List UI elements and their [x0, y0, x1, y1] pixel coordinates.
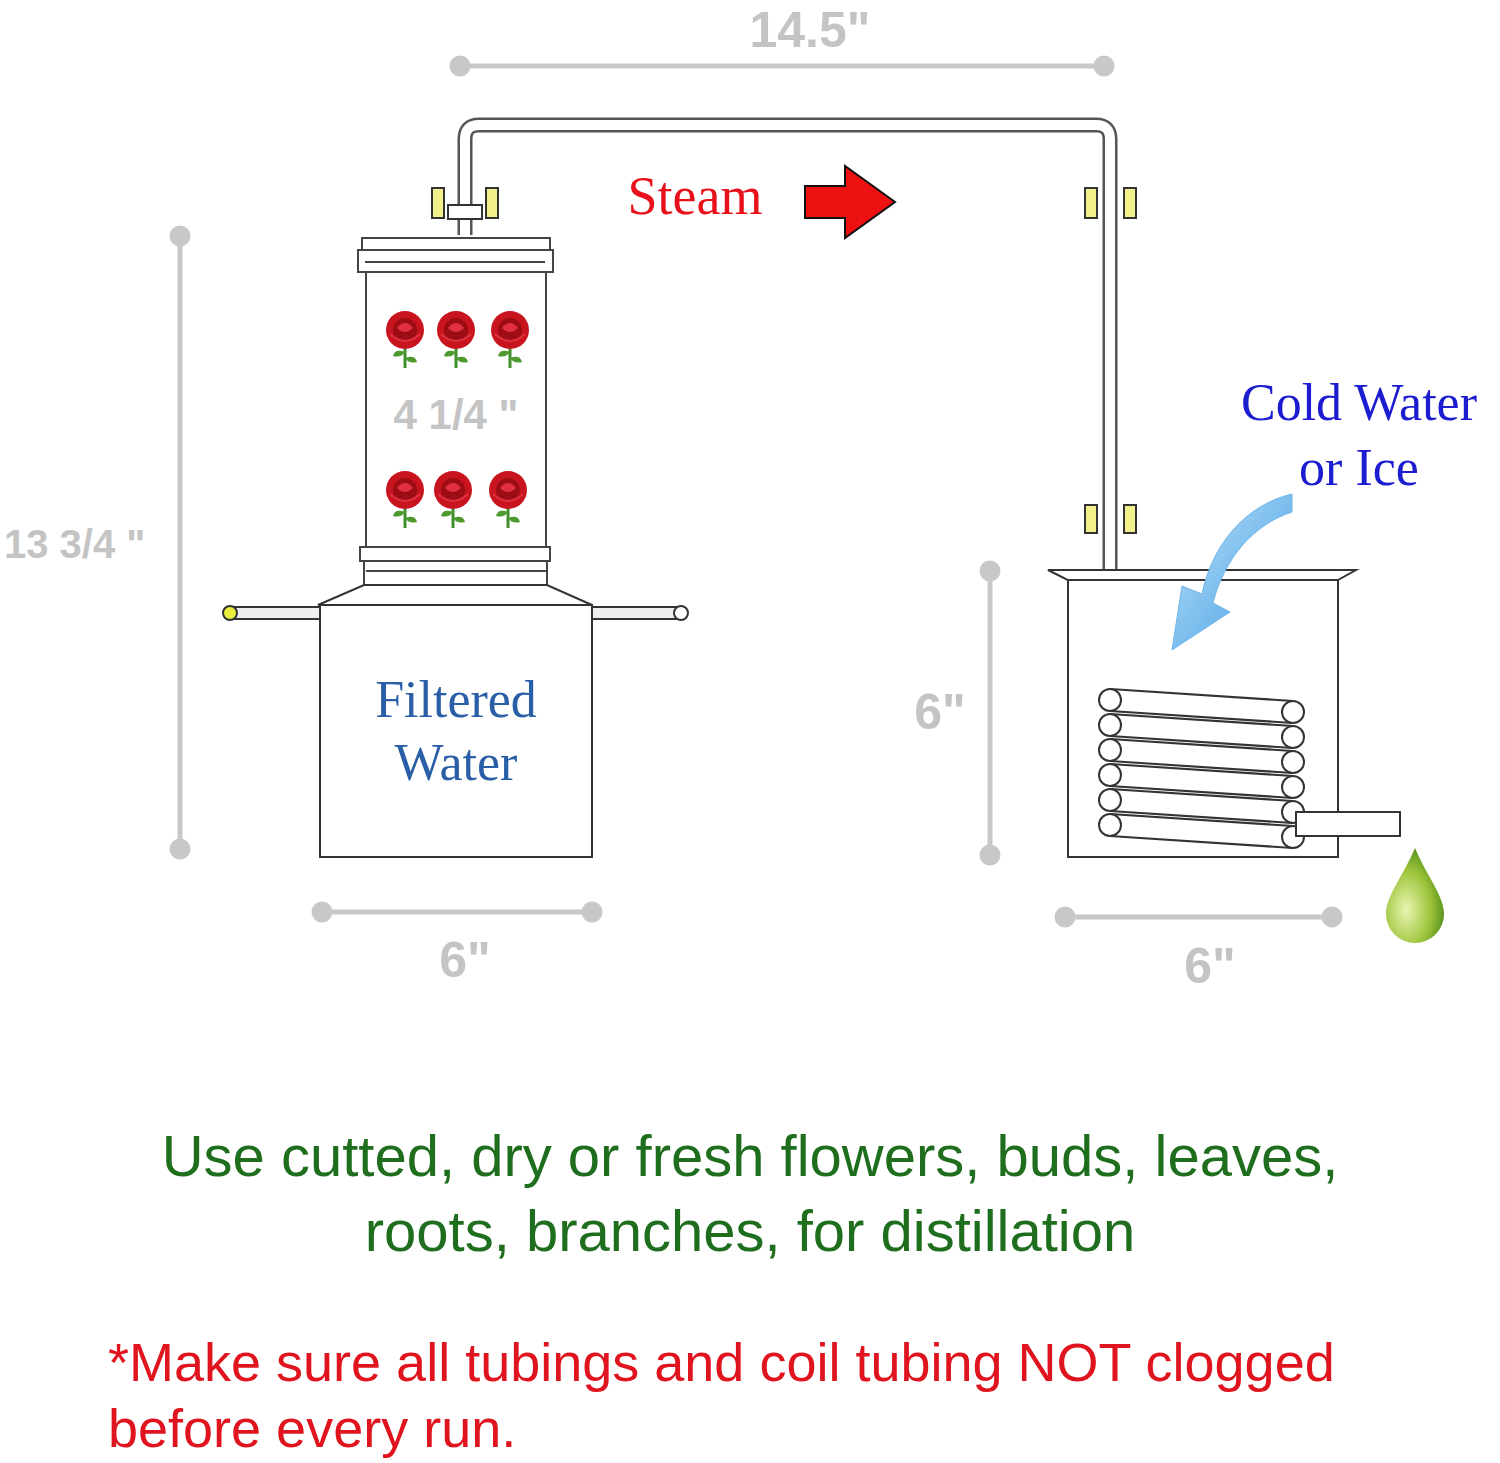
flower-column [358, 238, 553, 585]
steam-arrow [805, 166, 895, 238]
dimension-label: 6" [900, 682, 980, 742]
boiler [223, 585, 688, 857]
outlet-tube [1296, 812, 1400, 836]
usage-note: Use cutted, dry or fresh flowers, buds, … [90, 1118, 1410, 1269]
steam-label: Steam [600, 164, 790, 229]
cooling-coil [1099, 689, 1304, 848]
rose [437, 311, 475, 368]
rose [489, 471, 527, 528]
rose [386, 471, 424, 528]
warning-note: *Make sure all tubings and coil tubing N… [108, 1330, 1478, 1462]
boiler-box: Filtered Water [320, 605, 592, 857]
rose [491, 311, 529, 368]
oil-drop [1386, 848, 1444, 943]
rose [434, 471, 472, 528]
dimension-label: 13 3/4 " [4, 520, 164, 568]
dimension-label: 4 1/4 " [380, 390, 532, 440]
node-text: Filtered Water [330, 668, 582, 795]
dimension-label: 6" [420, 930, 510, 990]
cold-water-arrow [1172, 494, 1292, 650]
cold-water-label: Cold Water or Ice [1222, 370, 1496, 500]
dimension-label: 14.5" [700, 0, 920, 60]
dimension-label: 6" [1165, 936, 1255, 996]
rose [386, 311, 424, 368]
